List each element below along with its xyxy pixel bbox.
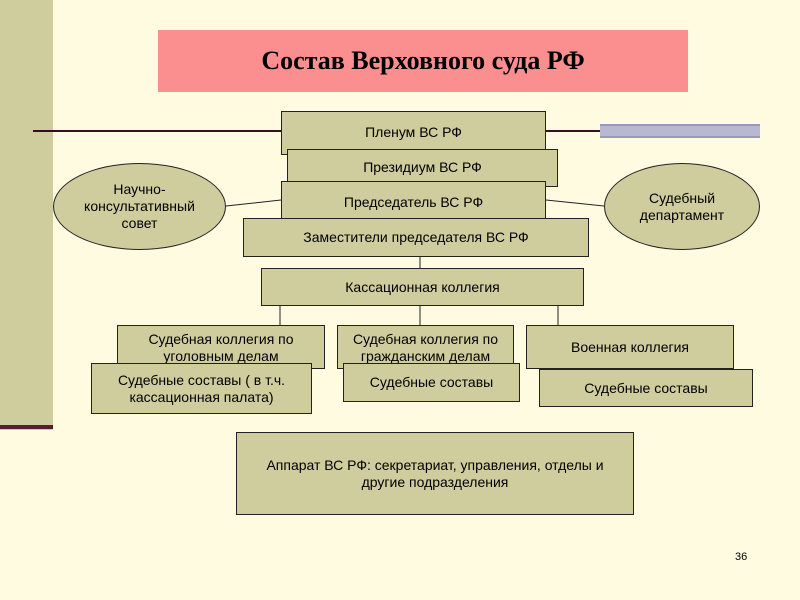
node-apparatus: Аппарат ВС РФ: секретариат, управления, … (236, 432, 634, 515)
decor-gray-bar (600, 124, 760, 138)
node-civil-collegium: Судебная коллегия по гражданским делам (337, 325, 514, 369)
node-judicial-department: Судебный департамент (604, 163, 760, 250)
title-banner: Состав Верховного суда РФ (158, 30, 688, 92)
node-presidium: Президиум ВС РФ (287, 149, 558, 187)
left-decor-band (0, 0, 53, 430)
node-deputies: Заместители председателя ВС РФ (243, 218, 589, 257)
node-military-panels: Судебные составы (539, 369, 753, 407)
page-number: 36 (735, 551, 748, 563)
node-civil-panels: Судебные составы (343, 363, 520, 402)
node-cassation-collegium: Кассационная коллегия (261, 268, 584, 306)
page-title: Состав Верховного суда РФ (261, 46, 585, 75)
node-advisory-council: Научно-консультативный совет (53, 163, 226, 250)
left-decor-line (0, 425, 53, 429)
decor-line-right (546, 130, 606, 132)
node-criminal-panels: Судебные составы ( в т.ч. кассационная п… (91, 363, 312, 414)
node-criminal-collegium: Судебная коллегия по уголовным делам (117, 325, 325, 369)
node-chairman: Председатель ВС РФ (281, 181, 546, 219)
decor-line-left (33, 130, 281, 132)
node-military-collegium: Военная коллегия (526, 325, 734, 369)
node-plenum: Пленум ВС РФ (281, 111, 546, 155)
